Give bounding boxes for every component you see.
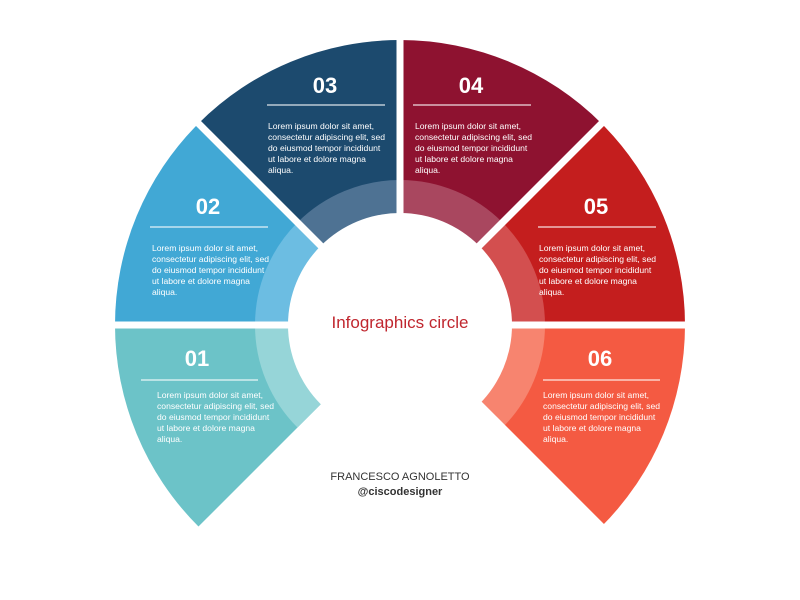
segment-01-text: Lorem ipsum dolor sit amet, consectetur … [157, 390, 275, 444]
segment-05-text: Lorem ipsum dolor sit amet, consectetur … [539, 243, 657, 297]
author-handle: @ciscodesigner [357, 486, 443, 498]
segment-06-number: 06 [588, 346, 612, 371]
segment-04-number: 04 [459, 73, 484, 98]
segment-04-text: Lorem ipsum dolor sit amet, consectetur … [415, 121, 533, 175]
segment-01-number: 01 [185, 346, 209, 371]
segment-02-text: Lorem ipsum dolor sit amet, consectetur … [152, 243, 270, 297]
credits: FRANCESCO AGNOLETTO @ciscodesigner [280, 470, 520, 500]
labels-layer: 01 02 03 04 05 06 [141, 73, 660, 381]
author-name: FRANCESCO AGNOLETTO [330, 471, 470, 483]
segment-03-number: 03 [313, 73, 337, 98]
segment-05-number: 05 [584, 194, 608, 219]
segment-02-number: 02 [196, 194, 220, 219]
segment-03-text: Lorem ipsum dolor sit amet, consectetur … [268, 121, 386, 175]
center-circle [288, 213, 512, 437]
segment-06-text: Lorem ipsum dolor sit amet, consectetur … [543, 390, 661, 444]
center-title: Infographics circle [331, 313, 468, 332]
